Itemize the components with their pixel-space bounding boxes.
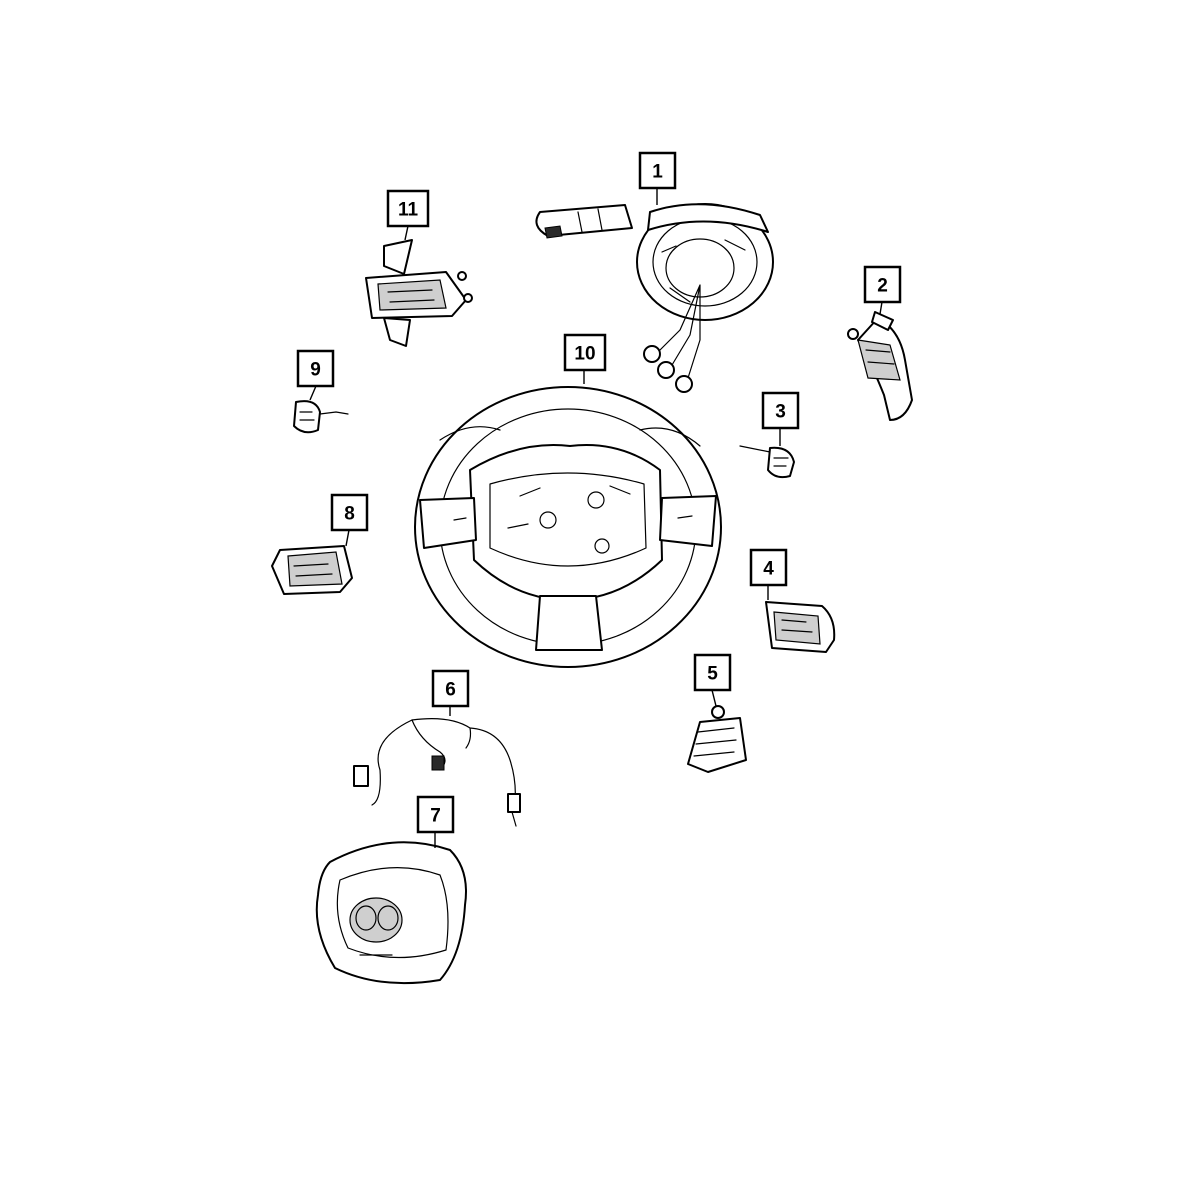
part-8-left-switch-bezel xyxy=(271,545,353,595)
part-6-wiring-harness xyxy=(353,718,521,827)
part-11-left-paddle xyxy=(365,239,473,347)
callout-3: 3 xyxy=(761,391,800,430)
callout-6-label: 6 xyxy=(445,680,456,701)
part-3-switch xyxy=(739,445,795,479)
callout-2-label: 2 xyxy=(877,276,888,297)
callout-7-label: 7 xyxy=(430,806,441,827)
part-10-steering-wheel xyxy=(414,386,722,668)
callout-4-label: 4 xyxy=(763,559,774,580)
leader-lines xyxy=(309,188,883,848)
callout-4: 4 xyxy=(749,548,788,587)
callout-11: 11 xyxy=(386,189,430,228)
callout-7: 7 xyxy=(416,795,455,834)
callout-5-label: 5 xyxy=(707,664,718,685)
callout-3-label: 3 xyxy=(775,402,786,423)
part-1-clockspring-switch xyxy=(535,203,774,393)
part-4-right-switch-bezel xyxy=(765,601,836,653)
callout-8: 8 xyxy=(330,493,369,532)
callout-10-label: 10 xyxy=(574,344,595,365)
callout-6: 6 xyxy=(431,669,470,708)
callout-8-label: 8 xyxy=(344,504,355,525)
callout-9-label: 9 xyxy=(310,360,321,381)
part-7-driver-airbag xyxy=(315,841,467,985)
part-5-switch-module xyxy=(687,705,747,773)
callout-2: 2 xyxy=(863,265,902,304)
callout-11-label: 11 xyxy=(398,200,419,221)
callout-9: 9 xyxy=(296,349,335,388)
callout-5: 5 xyxy=(693,653,732,692)
part-2-right-paddle xyxy=(847,311,913,421)
part-9-switch xyxy=(293,400,349,434)
callout-10: 10 xyxy=(563,333,607,372)
callout-1-label: 1 xyxy=(652,162,663,183)
callout-1: 1 xyxy=(638,151,677,190)
